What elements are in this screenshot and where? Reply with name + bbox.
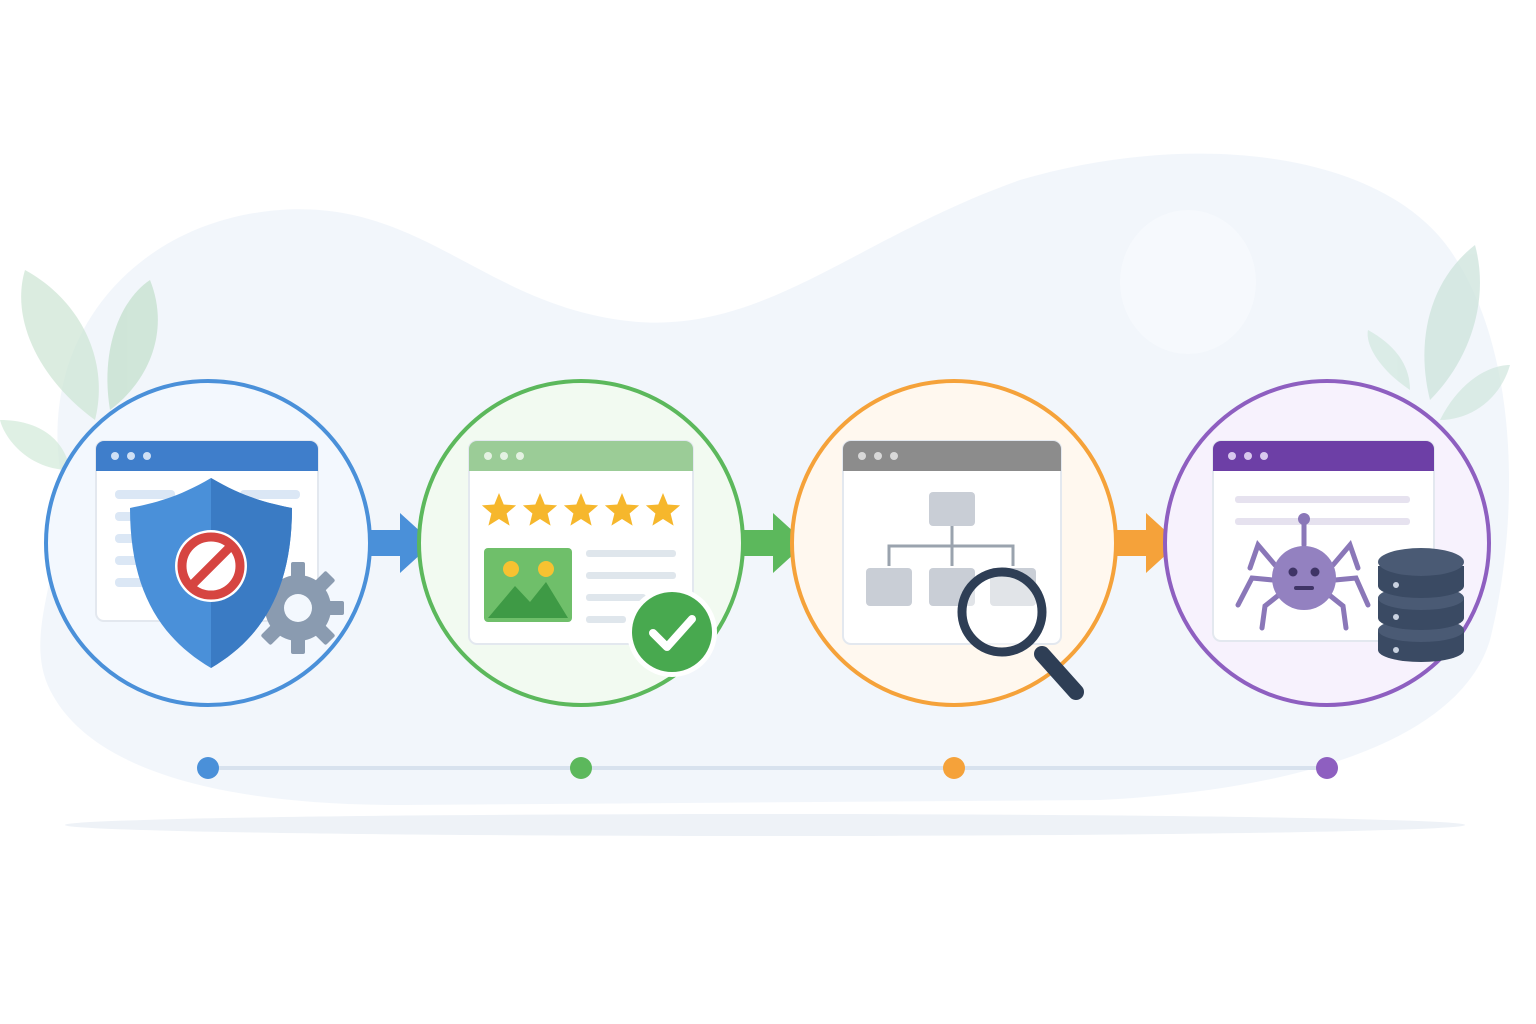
step-crawler xyxy=(1163,379,1491,707)
leaf-shape xyxy=(107,280,158,410)
left-leaves xyxy=(0,270,158,470)
spider-bot-icon xyxy=(1235,517,1371,631)
magnifier-icon xyxy=(957,567,1084,700)
star-icon xyxy=(563,493,599,526)
step-security xyxy=(44,379,372,707)
star-icon xyxy=(481,493,517,526)
step-reviews xyxy=(417,379,745,707)
database-icon xyxy=(1378,548,1464,662)
star-icon xyxy=(604,493,640,526)
right-leaves xyxy=(1367,245,1510,420)
leaf-shape xyxy=(0,420,70,470)
background-decoration xyxy=(0,153,1510,836)
leaf-shape xyxy=(1440,365,1510,420)
flow-arrow-icon xyxy=(729,513,806,573)
background-bubble xyxy=(1120,210,1256,354)
flow-arrow-icon xyxy=(356,513,433,573)
timeline xyxy=(197,757,1338,779)
spider-body xyxy=(1272,513,1336,610)
star-icon xyxy=(645,493,681,526)
timeline-dot xyxy=(943,757,965,779)
step-structure xyxy=(790,379,1118,707)
checkmark-badge-icon xyxy=(627,587,717,677)
timeline-dot xyxy=(1316,757,1338,779)
gear-icon xyxy=(252,562,344,654)
text-lines xyxy=(586,550,676,623)
leaf-shape xyxy=(1367,330,1410,390)
timeline-dot xyxy=(570,757,592,779)
leaf-shape xyxy=(21,270,99,420)
prohibited-icon xyxy=(175,530,247,602)
star-icon xyxy=(522,493,558,526)
browser-window-icon xyxy=(1212,440,1435,642)
image-icon xyxy=(484,548,572,622)
timeline-dot xyxy=(197,757,219,779)
flow-arrow-icon xyxy=(1102,513,1179,573)
leaf-shape xyxy=(1424,245,1480,400)
arrows-layer xyxy=(356,513,1179,573)
ground-shadow xyxy=(65,814,1465,836)
five-stars-icon xyxy=(481,493,681,526)
